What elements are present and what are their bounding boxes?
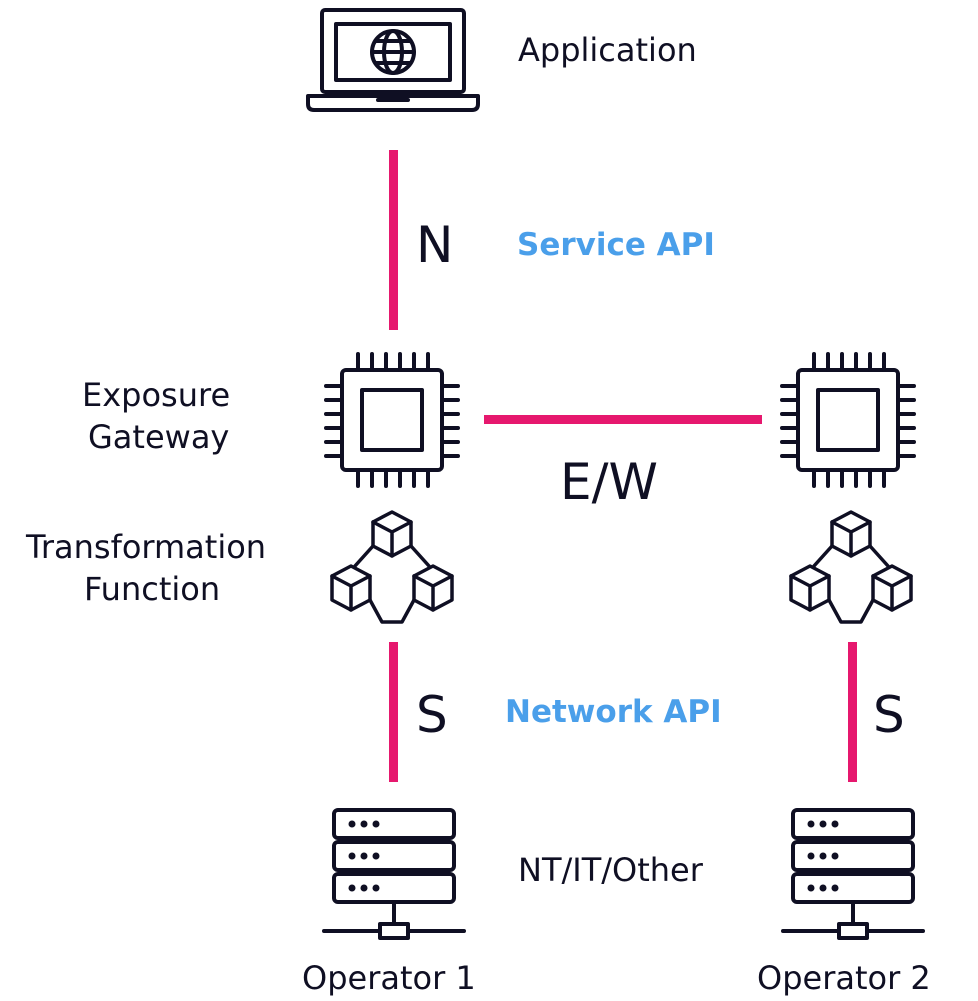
server-rack-icon — [781, 808, 925, 940]
north-interface-label: N — [416, 216, 454, 274]
exposure-gateway-label-line2: Gateway — [88, 418, 230, 456]
operator-1-label: Operator 1 — [302, 959, 476, 997]
laptop-globe-icon — [306, 8, 480, 112]
south-interface-label-operator-2: S — [873, 686, 905, 744]
south-connector-operator-1 — [389, 642, 398, 782]
operator-2-label: Operator 2 — [757, 959, 931, 997]
east-west-interface-label: E/W — [560, 453, 658, 511]
north-connector — [389, 150, 398, 330]
cubes-icon — [330, 510, 454, 624]
service-api-label: Service API — [517, 227, 715, 263]
transformation-function-label-line1: Transformation — [26, 528, 267, 566]
chip-icon — [780, 352, 916, 488]
south-interface-label-operator-1: S — [416, 686, 448, 744]
chip-icon — [324, 352, 460, 488]
nt-it-other-label: NT/IT/Other — [518, 851, 703, 889]
exposure-gateway-label-line1: Exposure — [82, 376, 231, 414]
transformation-function-label-line2: Function — [84, 570, 221, 608]
south-connector-operator-2 — [848, 642, 857, 782]
network-api-label: Network API — [505, 694, 722, 730]
server-rack-icon — [322, 808, 466, 940]
east-west-connector — [484, 415, 762, 424]
cubes-icon — [789, 510, 913, 624]
application-label: Application — [518, 31, 697, 69]
